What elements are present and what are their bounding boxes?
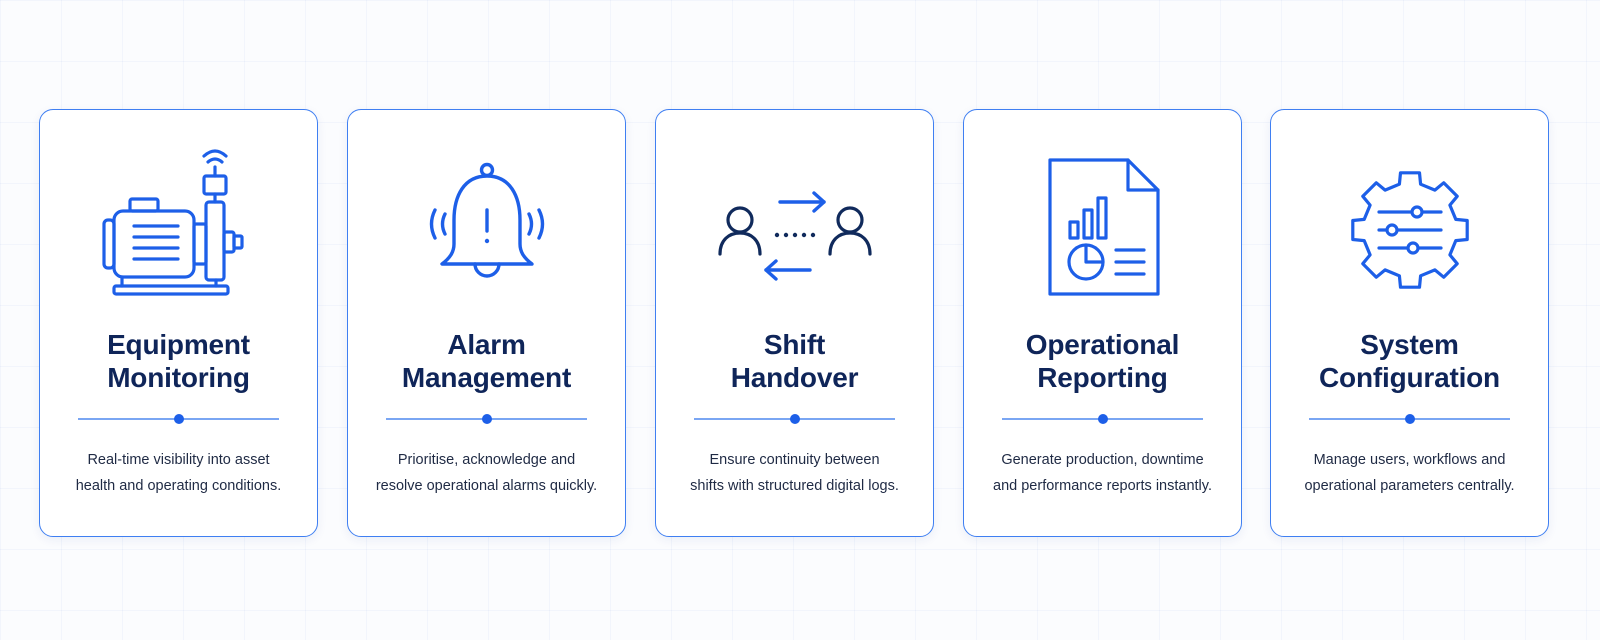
ringing-bell-alert-icon (402, 140, 572, 300)
card-title-line: Reporting (1037, 362, 1168, 393)
divider-dot (1097, 414, 1108, 424)
card-description-line: and performance reports instantly. (993, 478, 1212, 494)
card-divider (1309, 414, 1510, 424)
card-title-line: Alarm (447, 329, 526, 360)
card-title-line: Operational (1025, 329, 1180, 360)
card-description-line: shifts with structured digital logs. (690, 478, 899, 494)
card-title-line: Handover (730, 362, 859, 393)
users-exchange-icon (710, 140, 880, 300)
card-description-line: operational parameters centrally. (1304, 478, 1515, 494)
divider-dot (789, 414, 800, 424)
divider-dot (173, 414, 184, 424)
card-divider (78, 414, 279, 424)
card-system-configuration: System Configuration Manage users, workf… (1270, 109, 1549, 537)
card-divider (1002, 414, 1203, 424)
card-alarm-management: Alarm Management Prioritise, acknowledge… (347, 109, 626, 537)
card-description-line: Generate production, downtime (1001, 452, 1204, 468)
card-shift-handover: Shift Handover Ensure continuity between… (655, 109, 934, 537)
card-title-line: Equipment (107, 329, 250, 360)
card-title: Shift Handover (656, 328, 933, 402)
card-title-line: Management (401, 362, 572, 393)
card-title-line: System (1360, 329, 1459, 360)
card-operational-reporting: Operational Reporting Generate productio… (963, 109, 1242, 537)
card-divider (386, 414, 587, 424)
divider-dot (481, 414, 492, 424)
card-description-line: Manage users, workflows and (1313, 452, 1506, 468)
card-title: Alarm Management (348, 328, 625, 402)
card-description-line: Real-time visibility into asset (87, 452, 270, 468)
card-description: Ensure continuity between shifts with st… (666, 447, 923, 499)
card-description: Generate production, downtime and perfor… (974, 447, 1231, 499)
card-title-line: Monitoring (107, 362, 250, 393)
card-description: Real-time visibility into asset health a… (50, 447, 307, 499)
card-description: Prioritise, acknowledge and resolve oper… (358, 447, 615, 499)
card-description: Manage users, workflows and operational … (1281, 447, 1538, 499)
card-title: Operational Reporting (964, 328, 1241, 402)
card-title: Equipment Monitoring (40, 328, 317, 402)
card-title-line: Shift (763, 329, 826, 360)
pump-motor-sensor-icon (94, 140, 264, 300)
gear-sliders-icon (1325, 140, 1495, 300)
report-document-icon (1018, 140, 1188, 300)
card-description-line: Prioritise, acknowledge and (397, 452, 576, 468)
card-title-line: Configuration (1319, 362, 1500, 393)
card-description-line: Ensure continuity between (709, 452, 880, 468)
card-title: System Configuration (1271, 328, 1548, 402)
card-description-line: resolve operational alarms quickly. (375, 478, 598, 494)
divider-dot (1404, 414, 1415, 424)
card-divider (694, 414, 895, 424)
card-equipment-monitoring: Equipment Monitoring Real-time visibilit… (39, 109, 318, 537)
card-description-line: health and operating conditions. (75, 478, 282, 494)
